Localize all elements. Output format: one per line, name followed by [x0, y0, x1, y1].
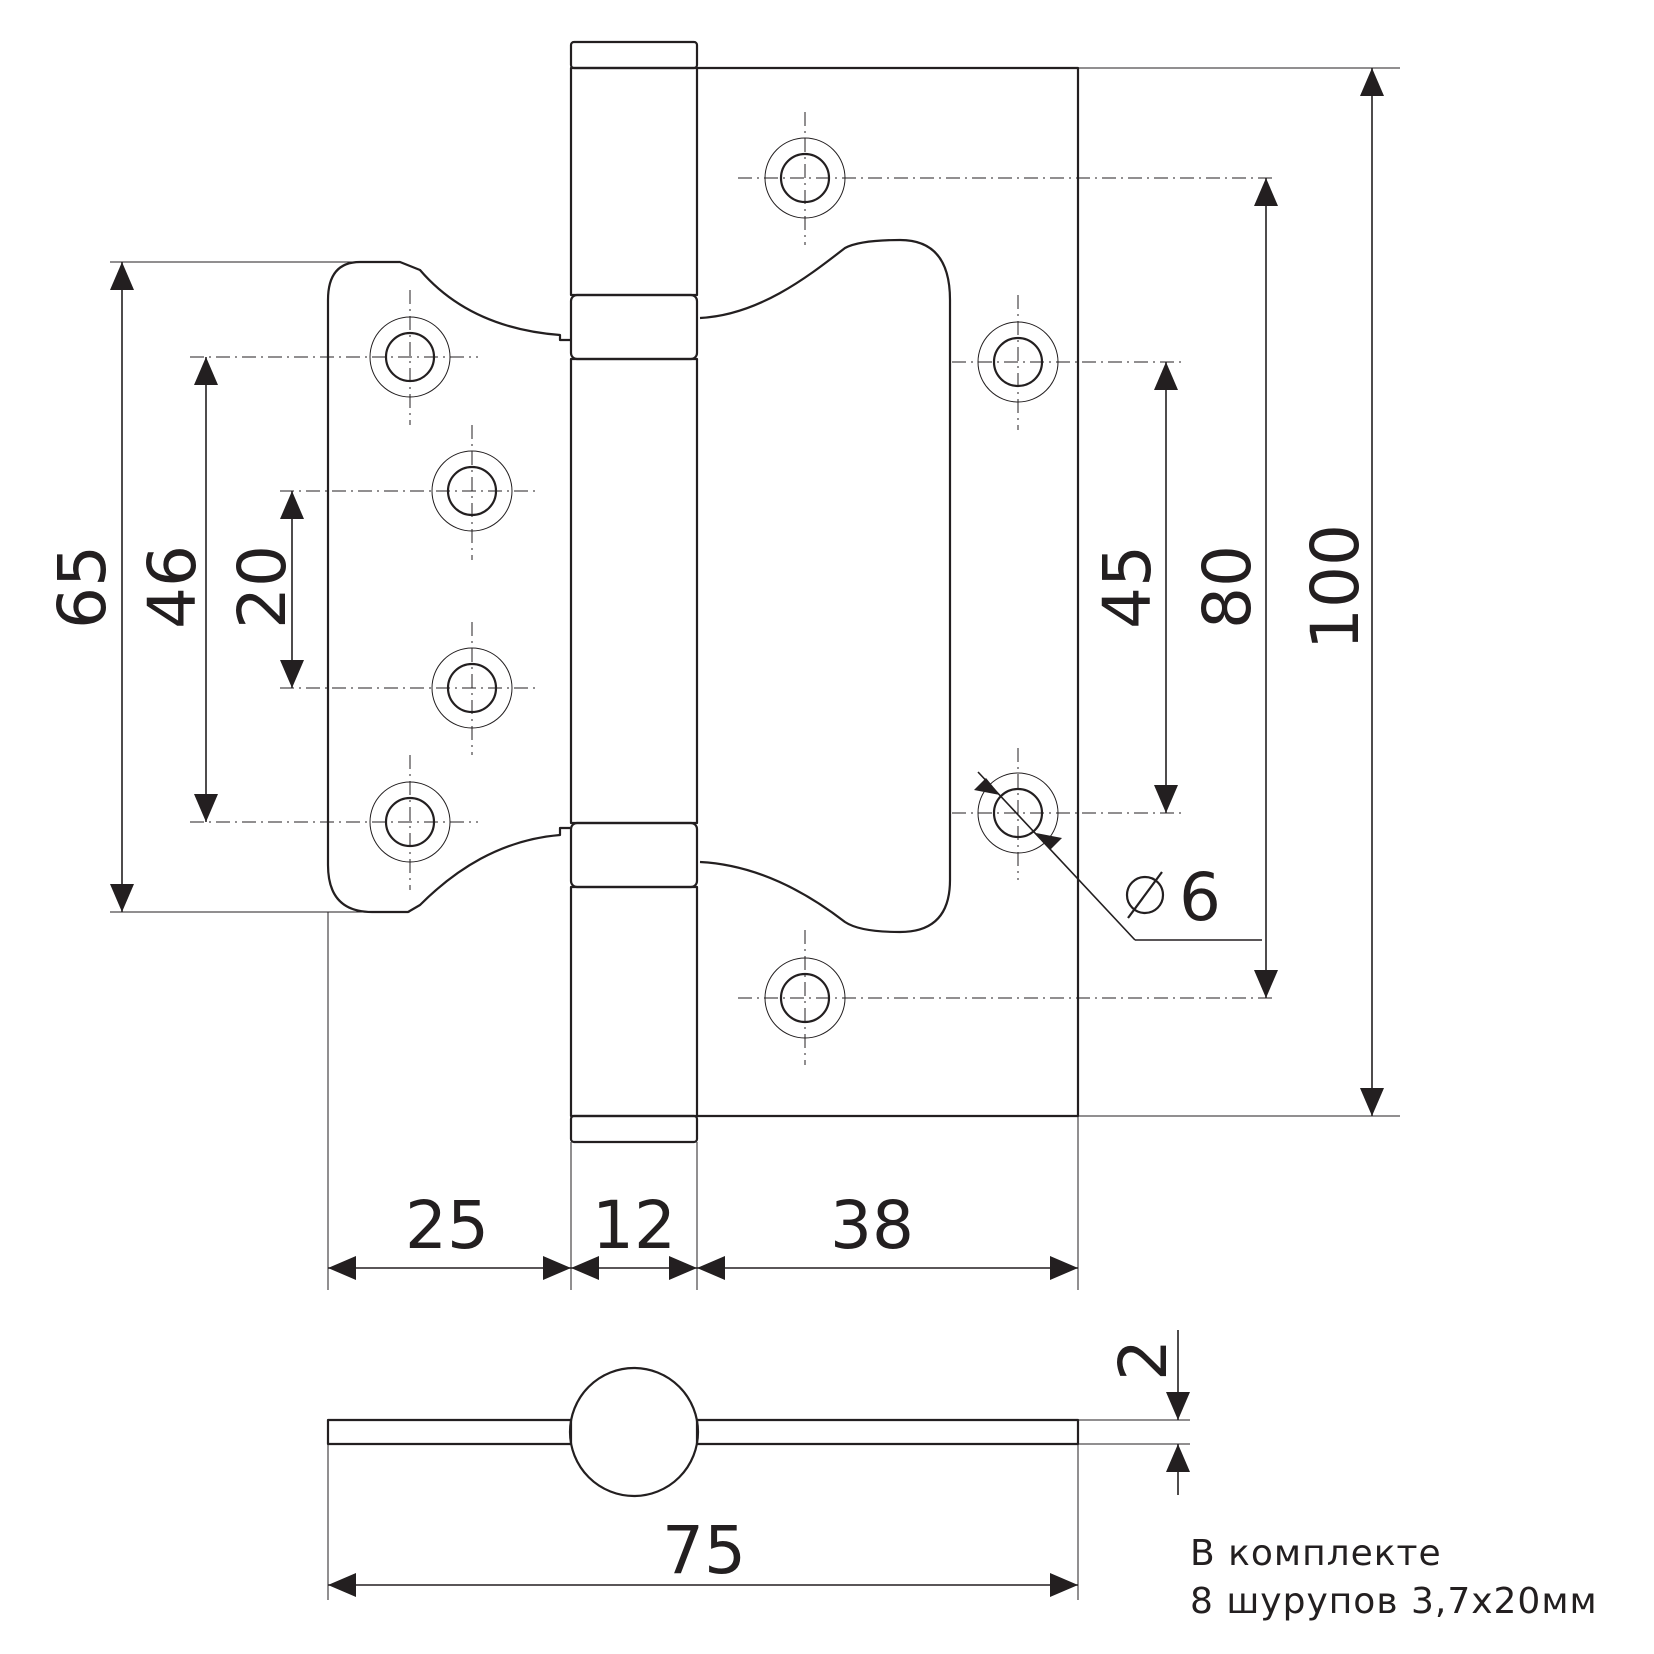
- knuckle: [569, 40, 699, 1144]
- outer-plate: [696, 66, 1080, 1118]
- dim-label-46: 46: [134, 545, 211, 629]
- diameter-symbol-icon: [1125, 871, 1165, 919]
- dim-label-25: 25: [405, 1187, 489, 1264]
- dim-label-80: 80: [1189, 545, 1266, 629]
- dim-label-75: 75: [662, 1512, 746, 1589]
- kit-note: В комплекте 8 шурупов 3,7х20мм: [1190, 1530, 1598, 1626]
- dim-label-38: 38: [830, 1187, 914, 1264]
- kit-note-line2: 8 шурупов 3,7х20мм: [1190, 1581, 1598, 1622]
- dim-label-12: 12: [592, 1187, 676, 1264]
- dim-label-2: 2: [1105, 1339, 1182, 1381]
- dim-label-20: 20: [224, 545, 301, 629]
- dimension-lines: [110, 68, 1384, 1597]
- kit-note-line1: В комплекте: [1190, 1533, 1442, 1574]
- top-view: [326, 1366, 1080, 1498]
- dim-label-45: 45: [1089, 545, 1166, 629]
- inner-leaf: [326, 260, 570, 914]
- dim-label-65: 65: [44, 545, 121, 629]
- screw-holes: [369, 137, 1059, 1039]
- dimension-labels: 65 46 20 45 80 100 25 12 38 75 2 6: [44, 524, 1374, 1589]
- dim-label-diameter: 6: [1179, 859, 1221, 936]
- extension-lines: [110, 67, 1400, 1600]
- dim-label-100: 100: [1297, 524, 1374, 650]
